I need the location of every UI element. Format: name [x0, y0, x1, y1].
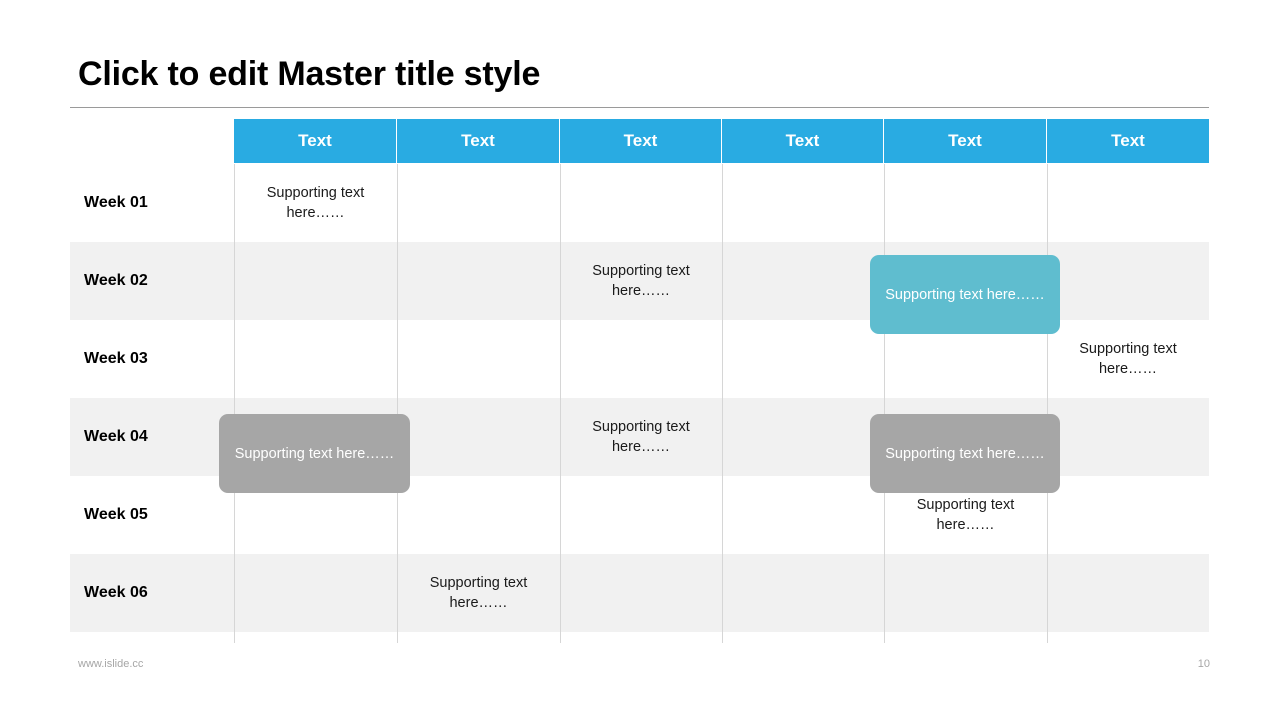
schedule-table: Text Text Text Text Text Text Week 01 Su… — [70, 119, 1209, 643]
page-title: Click to edit Master title style — [78, 55, 541, 93]
grid-line — [884, 164, 885, 643]
highlight-pill-week-02-col-5[interactable]: Supporting text here…… — [870, 255, 1060, 334]
highlight-pill-week-04-col-1[interactable]: Supporting text here…… — [219, 414, 410, 493]
row-label-week-05: Week 05 — [84, 506, 148, 523]
footer-page-number: 10 — [1197, 658, 1210, 670]
column-header-1[interactable]: Text — [234, 119, 397, 163]
highlight-pill-week-04-col-5[interactable]: Supporting text here…… — [870, 414, 1060, 493]
cell-r3c6[interactable]: Supporting text here…… — [1079, 341, 1177, 377]
row-label-week-04: Week 04 — [84, 428, 148, 445]
header-corner-blank — [70, 119, 234, 163]
cell-r2c3[interactable]: Supporting text here…… — [592, 263, 690, 299]
table-row[interactable]: Week 05 Supporting text here…… — [70, 476, 1209, 554]
table-row[interactable]: Week 03 Supporting text here…… — [70, 320, 1209, 398]
row-label-week-02: Week 02 — [84, 272, 148, 289]
table-row[interactable]: Week 01 Supporting text here…… — [70, 164, 1209, 242]
row-label-week-03: Week 03 — [84, 350, 148, 367]
title-divider — [70, 107, 1209, 108]
cell-r1c1[interactable]: Supporting text here…… — [266, 185, 365, 221]
grid-line — [397, 164, 398, 643]
column-header-3[interactable]: Text — [560, 119, 722, 163]
cell-r5c5[interactable]: Supporting text here…… — [916, 497, 1015, 533]
cell-r6c2[interactable]: Supporting text here…… — [429, 575, 528, 611]
grid-line — [560, 164, 561, 643]
column-header-2[interactable]: Text — [397, 119, 560, 163]
table-row[interactable]: Week 06 Supporting text here…… — [70, 554, 1209, 632]
column-header-4[interactable]: Text — [722, 119, 884, 163]
grid-line — [1047, 164, 1048, 643]
footer-url[interactable]: www.islide.cc — [78, 658, 144, 670]
cell-r4c3[interactable]: Supporting text here…… — [592, 419, 690, 455]
row-label-week-06: Week 06 — [84, 584, 148, 601]
grid-line — [234, 164, 235, 643]
row-label-week-01: Week 01 — [84, 194, 148, 211]
grid-line — [722, 164, 723, 643]
table-header-row: Text Text Text Text Text Text — [70, 119, 1209, 163]
column-header-6[interactable]: Text — [1047, 119, 1209, 163]
column-header-5[interactable]: Text — [884, 119, 1047, 163]
table-body: Week 01 Supporting text here…… Week 02 S… — [70, 164, 1209, 643]
